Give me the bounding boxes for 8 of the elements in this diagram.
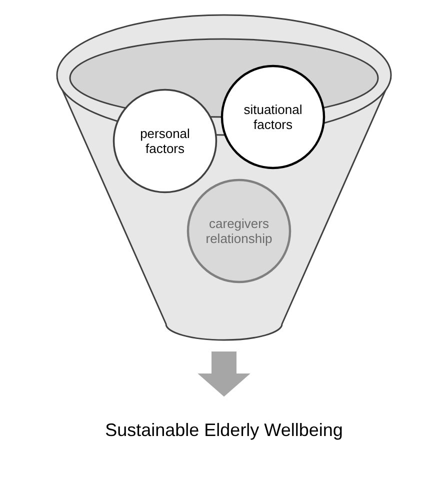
factor-circle — [220, 64, 326, 170]
block-arrow — [198, 352, 250, 397]
factor-label: situational factors — [242, 102, 304, 132]
outcome-label: Sustainable Elderly Wellbeing — [64, 420, 384, 450]
factor-circle — [112, 88, 218, 194]
factor-label: caregivers relationship — [204, 216, 274, 246]
factor-label: personal factors — [139, 126, 191, 156]
factor-circle — [186, 178, 292, 284]
